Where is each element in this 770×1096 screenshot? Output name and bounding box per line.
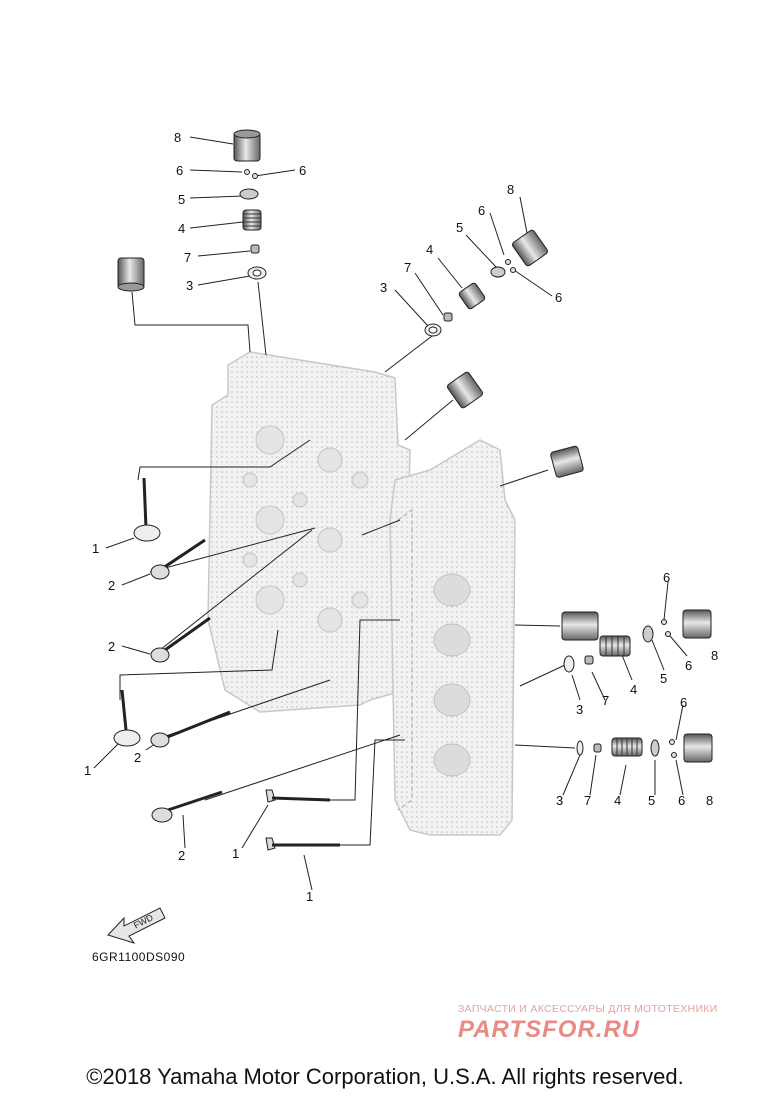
copyright-notice: ©2018 Yamaha Motor Corporation, U.S.A. A… bbox=[86, 1064, 684, 1089]
spring-retainer-5-upper-right bbox=[490, 259, 516, 278]
watermark-logo: PARTSFOR.RU bbox=[458, 1016, 641, 1043]
callout: 6 bbox=[680, 695, 687, 710]
valve-spring-4-top bbox=[242, 209, 262, 231]
callout: 2 bbox=[178, 848, 185, 863]
callout: 8 bbox=[706, 793, 713, 808]
callout: 6 bbox=[678, 793, 685, 808]
callout: 3 bbox=[556, 793, 563, 808]
callout: 5 bbox=[178, 192, 185, 207]
callout: 1 bbox=[92, 541, 99, 556]
valve-spring-4-row2 bbox=[611, 737, 643, 757]
valve-spring-4-upper-right bbox=[458, 282, 486, 310]
callout: 7 bbox=[404, 260, 411, 275]
valve-1-lower-left bbox=[113, 689, 141, 747]
callout: 6 bbox=[478, 203, 485, 218]
valve-2-bottom bbox=[151, 790, 223, 823]
callout: 4 bbox=[426, 242, 433, 257]
callout: 6 bbox=[299, 163, 306, 178]
callout: 4 bbox=[178, 221, 185, 236]
callout: 6 bbox=[555, 290, 562, 305]
callout: 1 bbox=[84, 763, 91, 778]
spring-retainer-5-top bbox=[239, 188, 259, 200]
callout: 6 bbox=[663, 570, 670, 585]
oil-seal-7-row1 bbox=[584, 655, 594, 665]
callout: 5 bbox=[660, 671, 667, 686]
valve-spring-4-row1 bbox=[599, 635, 631, 657]
valve-lifter-8-upper-right bbox=[511, 229, 549, 267]
valve-cotter-6-top bbox=[244, 169, 258, 179]
callout: 3 bbox=[380, 280, 387, 295]
watermark-tagline: ЗАПЧАСТИ И АКСЕССУАРЫ ДЛЯ МОТОТЕХНИКИ bbox=[458, 1003, 718, 1015]
callout: 7 bbox=[184, 250, 191, 265]
callout: 8 bbox=[711, 648, 718, 663]
fwd-arrow-icon: FWD bbox=[107, 907, 166, 944]
valve-lifter-8-row1 bbox=[682, 609, 712, 639]
callout: 3 bbox=[576, 702, 583, 717]
valve-lifter-right-row1 bbox=[561, 611, 599, 641]
callout: 4 bbox=[614, 793, 621, 808]
oil-seal-7-upper-right bbox=[443, 312, 453, 322]
callout: 7 bbox=[584, 793, 591, 808]
valve-1-bottom-b bbox=[265, 837, 340, 851]
spring-seat-3-upper-right bbox=[424, 323, 442, 337]
callout: 8 bbox=[174, 130, 181, 145]
spring-retainer-5-row2 bbox=[650, 739, 660, 757]
callout-numbers: 8 6 6 5 4 7 3 8 6 5 4 7 3 6 1 2 2 1 2 2 … bbox=[84, 130, 718, 904]
leader-lines bbox=[93, 136, 688, 891]
callout: 2 bbox=[134, 750, 141, 765]
callout: 6 bbox=[176, 163, 183, 178]
valve-lifter-8-row2 bbox=[683, 733, 713, 763]
valve-2-upper-left bbox=[150, 538, 206, 580]
valve-lifter-left bbox=[117, 257, 145, 292]
callout: 2 bbox=[108, 578, 115, 593]
callout: 5 bbox=[456, 220, 463, 235]
callout: 8 bbox=[507, 182, 514, 197]
valve-lifter-right bbox=[550, 445, 584, 478]
callout: 1 bbox=[306, 889, 313, 904]
spring-seat-3-row1 bbox=[563, 655, 575, 673]
valve-cotter-6-row1 bbox=[661, 619, 671, 637]
valve-lifter-mid bbox=[446, 371, 484, 409]
callout: 5 bbox=[648, 793, 655, 808]
callout: 3 bbox=[186, 278, 193, 293]
valve-1-bottom-a bbox=[265, 789, 331, 803]
valve-lifter-8-top bbox=[233, 129, 261, 162]
cylinder-head-right bbox=[389, 439, 516, 836]
spring-seat-3-top bbox=[247, 266, 267, 280]
callout: 7 bbox=[602, 693, 609, 708]
oil-seal-7-row2 bbox=[593, 743, 602, 753]
callout: 6 bbox=[685, 658, 692, 673]
valve-cotter-6-row2 bbox=[669, 739, 677, 758]
callout: 2 bbox=[108, 639, 115, 654]
callout: 4 bbox=[630, 682, 637, 697]
spring-seat-3-row2 bbox=[576, 740, 584, 756]
oil-seal-7-top bbox=[250, 244, 260, 254]
valve-2-mid-left bbox=[150, 616, 211, 663]
callout: 1 bbox=[232, 846, 239, 861]
diagram-reference-code: 6GR1100DS090 bbox=[92, 950, 186, 964]
valve-2-lower-left bbox=[150, 710, 231, 748]
valve-1-upper-left bbox=[133, 477, 161, 542]
spring-retainer-5-row1 bbox=[642, 625, 654, 643]
